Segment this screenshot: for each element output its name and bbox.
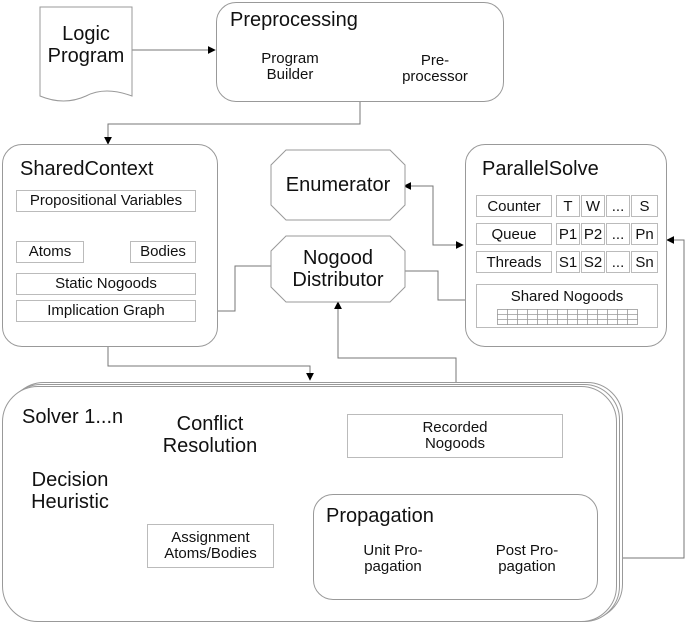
conflict-resolution-label: Conflict Resolution [162, 413, 258, 457]
propositional-variables-box: Propositional Variables [16, 190, 196, 212]
arrow-distributor-to-sharednogoods [404, 270, 477, 304]
preprocessing-title: Preprocessing [230, 9, 358, 31]
queue-cell-p1: P1 [556, 223, 580, 245]
threads-label: Threads [476, 251, 552, 273]
threads-cell-sn: Sn [631, 251, 658, 273]
arrow-enumerator-parallelsolve [403, 182, 464, 249]
enumerator-shape [270, 149, 406, 221]
program-builder-label: Program Builder [261, 49, 319, 83]
nogood-distributor-label: Nogood Distributor [292, 247, 384, 291]
shared-nogoods-box: Shared Nogoods [476, 284, 658, 328]
shared-context-title: SharedContext [20, 158, 154, 180]
preprocessing-container [216, 2, 504, 102]
implication-graph-box: Implication Graph [16, 300, 196, 322]
logic-program-label: Logic Program [47, 23, 125, 67]
shared-nogoods-grid [497, 309, 638, 325]
preprocessor-label: Pre- processor [402, 51, 468, 85]
solver-title: Solver 1...n [22, 406, 124, 428]
threads-cell-s1: S1 [556, 251, 580, 273]
arrow-parallelsolve-post [575, 236, 685, 562]
counter-cell-ellipsis: ... [606, 195, 630, 217]
static-nogoods-box: Static Nogoods [16, 273, 196, 295]
enumerator-label: Enumerator [285, 174, 391, 196]
post-propagation-label: Post Pro- pagation [495, 541, 559, 575]
counter-cell-w: W [581, 195, 605, 217]
queue-cell-ellipsis: ... [606, 223, 630, 245]
unit-propagation-label: Unit Pro- pagation [363, 541, 423, 575]
threads-cell-ellipsis: ... [606, 251, 630, 273]
shared-nogoods-label: Shared Nogoods [510, 288, 624, 305]
parallel-solve-title: ParallelSolve [482, 158, 599, 180]
queue-cell-p2: P2 [581, 223, 605, 245]
counter-cell-s: S [631, 195, 658, 217]
arrow-sharedcontext-to-solver [107, 347, 314, 381]
assignment-box: Assignment Atoms/Bodies [147, 524, 274, 568]
atoms-box: Atoms [16, 241, 84, 263]
propagation-title: Propagation [326, 505, 434, 527]
propagation-container [313, 494, 598, 600]
bodies-box: Bodies [130, 241, 196, 263]
logic-program-document [39, 6, 133, 102]
parallel-solve-table: Counter T W ... S Queue P1 P2 ... Pn Thr… [476, 195, 658, 275]
threads-cell-s2: S2 [581, 251, 605, 273]
queue-cell-pn: Pn [631, 223, 658, 245]
arrow-preprocessing-to-sharedcontext [104, 102, 361, 145]
nogood-distributor-shape [270, 235, 406, 303]
queue-label: Queue [476, 223, 552, 245]
counter-cell-t: T [556, 195, 580, 217]
counter-label: Counter [476, 195, 552, 217]
decision-heuristic-label: Decision Heuristic [31, 469, 109, 513]
recorded-nogoods-box: Recorded Nogoods [347, 414, 563, 458]
